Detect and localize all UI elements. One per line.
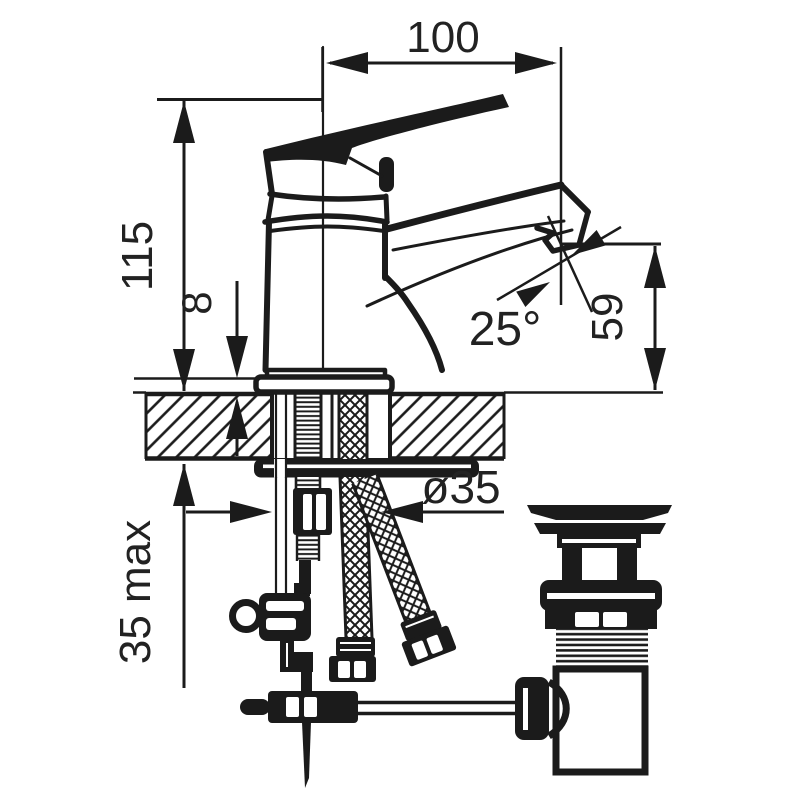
drain-gland xyxy=(515,677,549,740)
dimension-25deg: 25° xyxy=(469,215,622,356)
clamping-flange xyxy=(254,459,479,478)
threaded-stud xyxy=(295,394,321,458)
linkage-ring xyxy=(229,599,263,633)
dimension-115: 115 xyxy=(113,98,324,391)
dimension-8: 8 xyxy=(134,281,260,456)
aerator xyxy=(534,209,591,254)
linkage-bracket xyxy=(280,638,313,672)
supply-hose xyxy=(339,394,368,459)
dim-label-dia35: ø35 xyxy=(421,461,500,513)
dimension-59: 59 xyxy=(560,242,666,390)
dimension-100: 100 xyxy=(321,13,563,305)
handle-lever xyxy=(266,94,509,165)
dim-label-59: 59 xyxy=(583,293,632,342)
spout xyxy=(383,181,565,233)
handle-hinge xyxy=(379,157,394,192)
faucet-body xyxy=(253,45,591,395)
dim-label-115: 115 xyxy=(113,221,162,291)
pop-up-drain xyxy=(515,505,672,776)
drain-body xyxy=(552,665,649,776)
dim-label-100: 100 xyxy=(406,13,479,62)
drain-cap xyxy=(527,505,672,520)
mounting-hardware xyxy=(229,394,518,788)
dim-label-25deg: 25° xyxy=(469,303,542,356)
fixing-nut xyxy=(293,477,332,594)
drain-thread xyxy=(556,629,648,669)
faucet-base-plate xyxy=(253,374,395,395)
dimension-hole-diameter: ø35 xyxy=(186,461,504,523)
popup-linkage xyxy=(229,583,518,788)
dim-label-8: 8 xyxy=(173,291,220,314)
supply-hose-right xyxy=(351,473,457,667)
dim-label-35max: 35 max xyxy=(111,520,160,664)
dimension-35max: 35 max xyxy=(111,464,195,688)
mounting-surface-hatch xyxy=(133,391,663,461)
